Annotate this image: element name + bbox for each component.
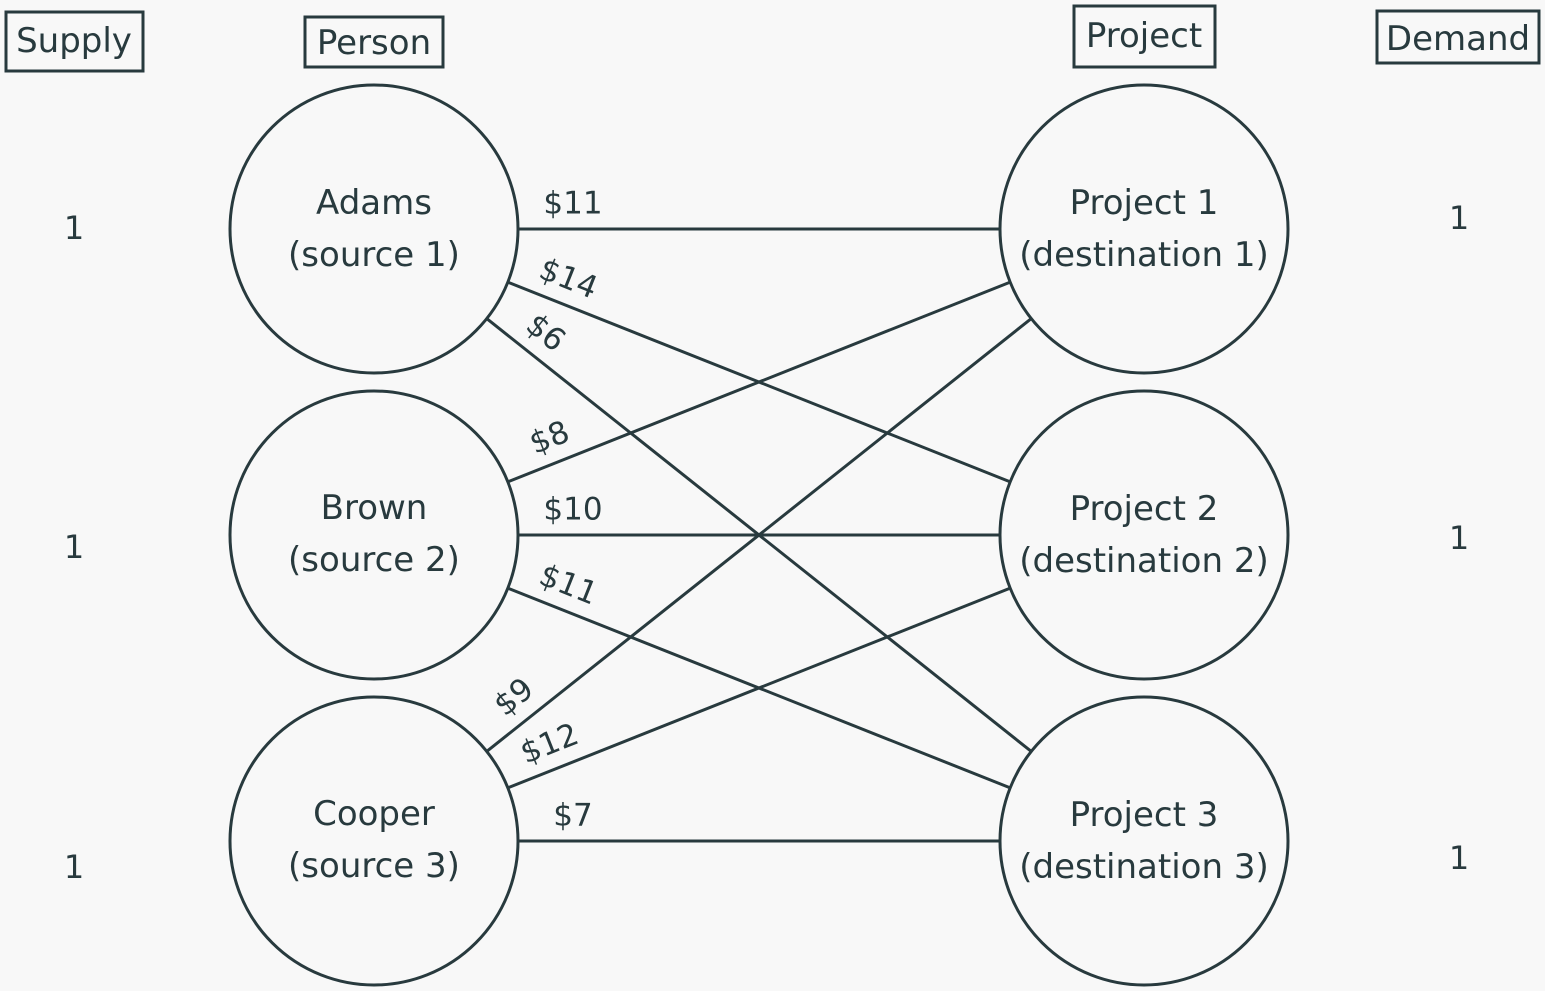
header-project-label: Project [1086, 16, 1202, 56]
source-role: (source 3) [288, 846, 460, 886]
header-person-label: Person [317, 23, 431, 63]
destination-node-project-1: Project 1 (destination 1) [998, 83, 1290, 375]
header-demand-label: Demand [1386, 19, 1530, 59]
destination-name: Project 3 [1070, 795, 1219, 835]
edge-cost-label: $11 [543, 186, 602, 222]
supply-value: 1 [64, 209, 84, 247]
demand-value: 1 [1449, 519, 1469, 557]
header-supply: Supply [4, 10, 145, 73]
edge-cost-label: $7 [553, 798, 592, 834]
header-person: Person [303, 15, 445, 69]
destination-role: (destination 3) [1019, 847, 1268, 887]
source-node-adams: Adams (source 1) [228, 83, 520, 375]
source-name: Cooper [313, 794, 435, 834]
destination-role: (destination 1) [1019, 235, 1268, 275]
source-role: (source 1) [288, 235, 460, 275]
source-role: (source 2) [288, 540, 460, 580]
supply-value: 1 [64, 848, 84, 886]
edge-cooper-to-project-1 [486, 318, 1032, 752]
header-demand: Demand [1375, 9, 1541, 65]
source-node-cooper: Cooper (source 3) [228, 695, 520, 987]
edge-layer: $11$14$6$8$10$11$9$12$7 [486, 186, 1032, 843]
edge-cost-label: $10 [543, 492, 602, 528]
source-name: Adams [316, 183, 432, 223]
demand-value: 1 [1449, 199, 1469, 237]
destination-name: Project 1 [1070, 183, 1219, 223]
header-project: Project [1072, 4, 1217, 69]
supply-value: 1 [64, 528, 84, 566]
demand-value: 1 [1449, 839, 1469, 877]
destination-node-project-3: Project 3 (destination 3) [998, 695, 1290, 987]
edge-cooper-to-project-2 [508, 587, 1010, 789]
edge-cost-label: $8 [525, 414, 575, 462]
header-supply-label: Supply [16, 21, 132, 61]
edge-brown-to-project-1 [508, 281, 1010, 483]
destination-node-project-2: Project 2 (destination 2) [998, 389, 1290, 681]
source-node-brown: Brown (source 2) [228, 389, 520, 681]
destination-name: Project 2 [1070, 489, 1219, 529]
destination-role: (destination 2) [1019, 541, 1268, 581]
source-name: Brown [321, 488, 428, 528]
